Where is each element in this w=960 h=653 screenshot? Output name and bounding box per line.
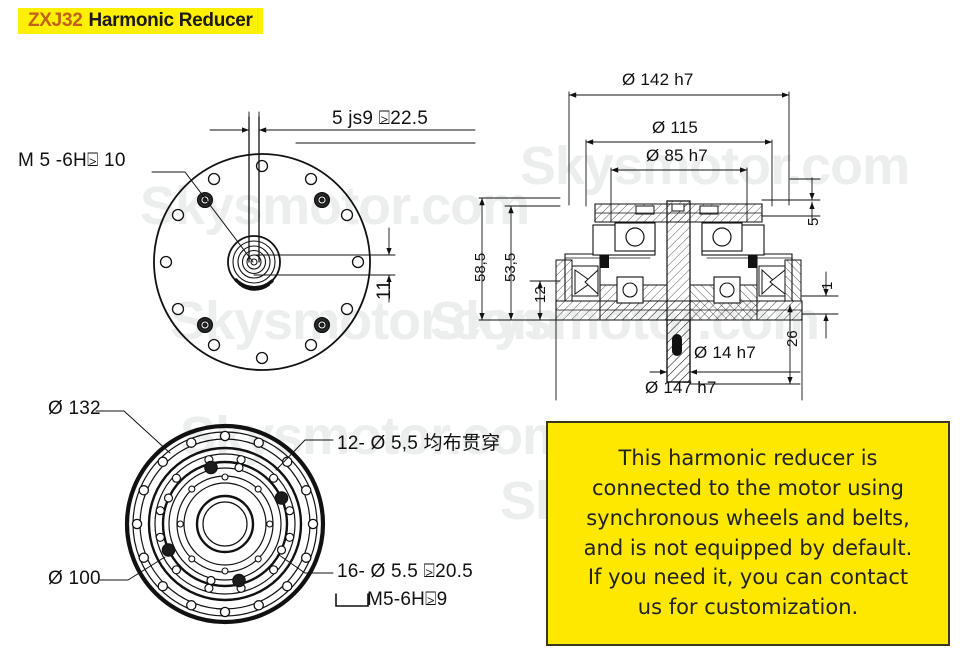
note-line: This harmonic reducer is <box>618 446 878 471</box>
label-bore-85: Ø 85 h7 <box>646 146 708 165</box>
center-hub <box>227 235 281 291</box>
dim-85 <box>610 167 748 223</box>
section-bearings-lower <box>616 276 741 304</box>
dim-58-5 <box>478 197 561 321</box>
label-h-1: 1 <box>819 281 836 290</box>
label-holes-16: 16- Ø 5.5 ⍄20.5 <box>337 561 473 582</box>
product-model: ZXJ32 <box>28 10 83 31</box>
rear-hole-ring-outer <box>131 430 319 618</box>
label-holes-12: 12- Ø 5,5 均布贯穿 <box>337 433 501 454</box>
label-od-147: Ø 147 h7 <box>645 378 717 397</box>
keyway-lines <box>248 116 260 263</box>
rear-flange-view <box>95 410 369 625</box>
threaded-hole-marks <box>196 191 331 334</box>
rear-hole-ring-mid <box>155 455 295 593</box>
label-od-142: Ø 142 h7 <box>622 70 694 89</box>
label-h-58-5: 58,5 <box>472 252 489 282</box>
dim-115 <box>585 139 773 207</box>
label-thread-m5: M5-6H⍄9 <box>367 589 448 610</box>
bolt-hole-outer-ring <box>159 159 365 365</box>
label-thread-spec: M 5 -6H⍄ 10 <box>18 150 126 171</box>
product-name: Harmonic Reducer <box>88 10 253 31</box>
dim-147 <box>555 319 803 401</box>
cross-section-view <box>478 91 839 401</box>
note-line: connected to the motor using <box>592 475 904 500</box>
note-box: This harmonic reducer is connected to th… <box>546 421 950 646</box>
label-h-5: 5 <box>805 217 822 226</box>
dim-12 <box>529 280 561 321</box>
label-bore-14: Ø 14 h7 <box>694 343 756 362</box>
rear-hole-ring-dark <box>161 460 289 588</box>
dim-142 <box>568 91 790 206</box>
title-banner: ZXJ32 Harmonic Reducer <box>18 8 263 34</box>
label-pcd-115: Ø 115 <box>652 118 699 137</box>
label-key-spec: 5 js9 ⍄22.5 <box>332 108 428 129</box>
dim-14 <box>649 349 801 379</box>
label-pcd-100: Ø 100 <box>48 568 101 589</box>
label-h-53-5: 53,5 <box>502 252 519 282</box>
label-dim-11: 11 <box>374 279 395 300</box>
section-bearings-upper <box>614 222 743 252</box>
dim-26 <box>689 304 801 385</box>
label-h-26: 26 <box>784 330 801 347</box>
rear-hole-ring-inner <box>176 473 274 575</box>
label-h-12: 12 <box>532 286 549 303</box>
label-pcd-132: Ø 132 <box>48 398 101 419</box>
note-line: us for customization. <box>637 595 859 620</box>
dim-53-5 <box>504 205 561 321</box>
note-line: If you need it, you can contact <box>587 565 909 590</box>
dim-5 <box>761 177 821 223</box>
dim-1 <box>801 271 839 339</box>
section-body <box>555 200 803 383</box>
note-line: synchronous wheels and belts, <box>586 505 910 530</box>
front-flange-view <box>151 111 476 371</box>
note-line: and is not equipped by default. <box>583 535 913 560</box>
